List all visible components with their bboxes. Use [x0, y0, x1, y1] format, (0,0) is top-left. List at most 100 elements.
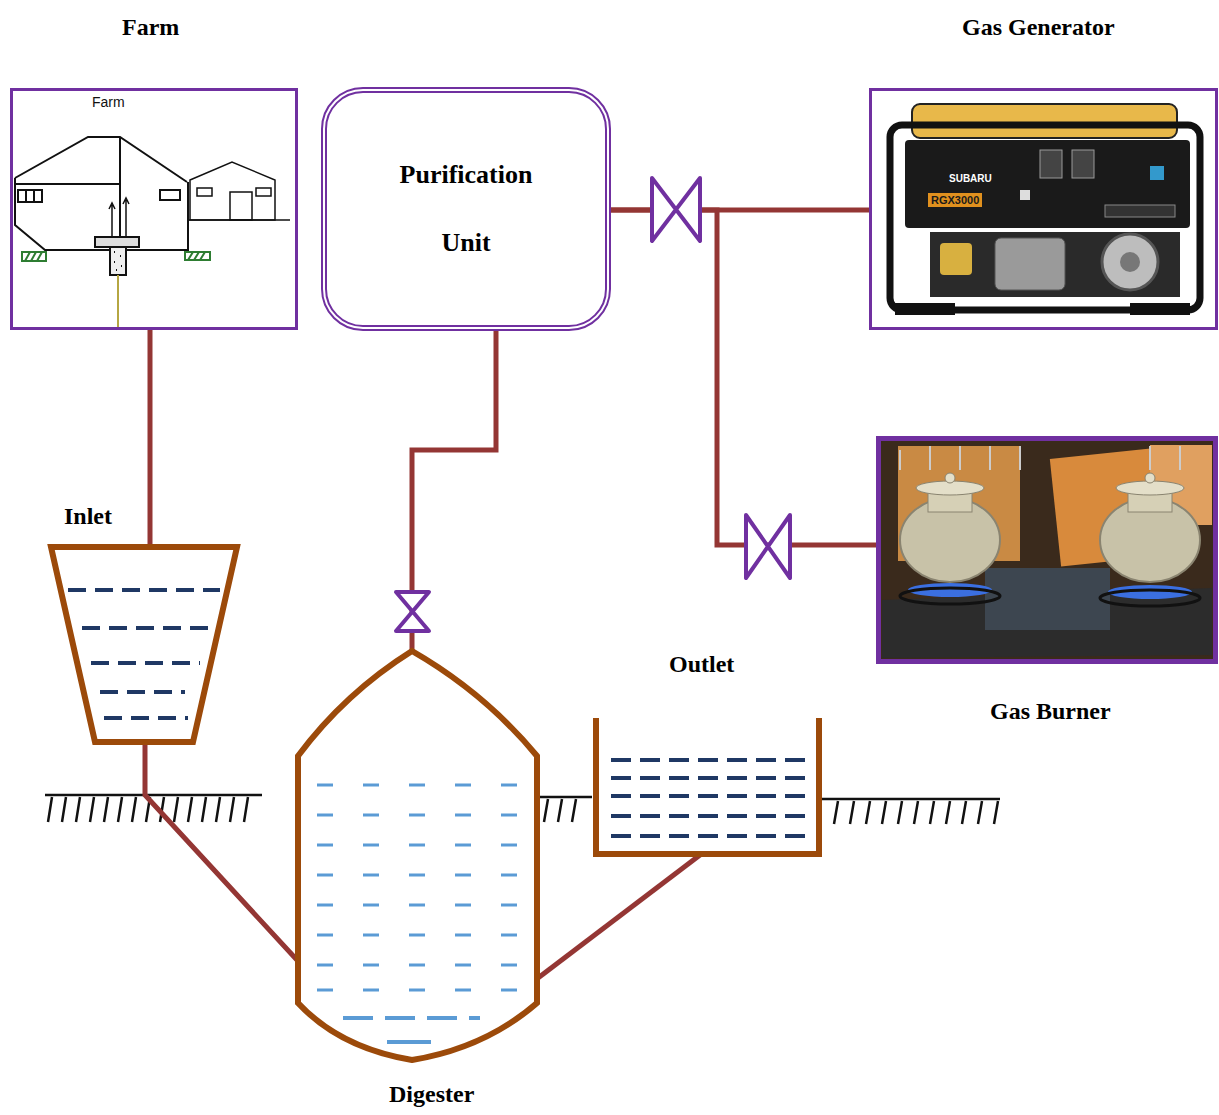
farm-house-drawing	[197, 188, 212, 196]
gas-generator-picture	[912, 104, 1177, 138]
digester-tank-outline	[317, 964, 527, 967]
valve-symbol	[746, 515, 790, 578]
outlet-tank-outline	[611, 758, 808, 762]
gas-generator-box: Gas Generator	[869, 88, 1218, 330]
farm-house-drawing	[109, 198, 129, 237]
inlet-tank-outline	[104, 716, 188, 720]
digester-tank-outline	[387, 1040, 431, 1044]
outlet-tank-outline	[596, 718, 819, 854]
farm-house-drawing	[26, 190, 34, 202]
gas-burner-picture	[1145, 473, 1155, 483]
gas-generator-picture	[940, 243, 972, 275]
node-heading: Farm	[122, 13, 179, 41]
digester-tank-outline	[317, 844, 527, 847]
gas-burner-picture	[945, 473, 955, 483]
farm-house-drawing	[25, 252, 42, 261]
farm-house-drawing	[185, 252, 210, 260]
node-heading: Digester	[389, 1080, 474, 1108]
farm-house-drawing	[188, 219, 290, 221]
gas-burner-picture	[900, 446, 1180, 470]
gas-generator-picture	[1040, 150, 1062, 178]
inlet-tank-outline	[68, 590, 220, 718]
inlet-tank-outline	[51, 547, 237, 742]
picture-label: Farm	[92, 94, 125, 110]
digester-tank-outline	[317, 874, 527, 877]
farm-house-drawing	[18, 190, 42, 202]
inlet-tank-outline	[100, 690, 185, 694]
node-heading: Outlet	[669, 650, 734, 678]
digester-tank-outline	[343, 1018, 480, 1042]
valve-symbol	[396, 592, 429, 631]
node-heading: Inlet	[64, 502, 112, 530]
inlet-tank-outline	[48, 544, 240, 745]
valve-symbol	[652, 178, 700, 241]
gas-burner-picture	[1100, 590, 1200, 606]
inlet-tank-outline	[82, 626, 208, 630]
farm-house-drawing	[256, 188, 271, 196]
farm-house-drawing	[15, 137, 290, 328]
gas-generator-picture	[905, 140, 1190, 228]
gas-generator-picture	[930, 232, 1180, 297]
gas-generator-picture	[890, 104, 1200, 315]
farm-box: FarmFarm	[10, 88, 298, 330]
digester-tank-outline	[298, 651, 537, 1060]
pipe-connector	[148, 330, 153, 546]
outlet-tank-outline	[611, 776, 808, 780]
outlet-tank-outline	[611, 814, 808, 818]
farm-house-drawing	[15, 137, 187, 182]
gas-generator-picture	[1072, 150, 1094, 178]
ground-line	[834, 801, 998, 824]
farm-house-drawing	[188, 252, 205, 260]
digester-tank-outline	[295, 648, 540, 1063]
digester-tank-outline	[317, 904, 527, 907]
farm-house-drawing	[119, 137, 121, 250]
farm-house-drawing	[160, 190, 180, 200]
gas-burner-box: Gas Burner	[876, 436, 1218, 664]
digester-tank: Digester	[295, 648, 540, 1063]
outlet-tank-outline	[611, 760, 808, 836]
gas-generator-picture	[1102, 234, 1158, 290]
pipe-connector	[611, 210, 876, 545]
farm-house-drawing	[95, 237, 139, 247]
gas-burner-picture	[985, 568, 1110, 630]
gas-generator-picture	[1120, 252, 1140, 272]
node-heading: Gas Burner	[990, 697, 1111, 725]
pipe-connector	[145, 742, 297, 960]
farm-house-drawing	[15, 178, 188, 250]
gas-burner-picture	[879, 439, 1215, 661]
ground-line	[45, 795, 1000, 824]
farm-house-drawing	[114, 252, 122, 270]
farm-house-drawing	[117, 275, 119, 328]
process-text: Purification Unit	[376, 141, 556, 277]
gas-generator-picture	[1020, 190, 1030, 200]
pipe-connector	[538, 855, 700, 978]
gas-generator-picture	[995, 238, 1065, 290]
outlet-tank: Outlet	[593, 718, 822, 857]
outlet-tank-outline	[593, 718, 822, 857]
farm-house-drawing	[190, 162, 275, 220]
ground-line	[45, 795, 1000, 799]
farm-house-drawing	[15, 183, 120, 185]
digester-tank-outline	[317, 989, 527, 992]
farm-house-drawing	[22, 252, 46, 261]
gas-generator-picture	[1105, 205, 1175, 217]
gas-generator-picture	[1130, 303, 1190, 315]
digester-tank-outline	[317, 784, 527, 787]
pipe-connector	[412, 331, 496, 650]
farm-house-drawing	[230, 192, 252, 220]
gas-generator-picture	[895, 303, 955, 315]
gas-generator-picture	[890, 125, 1200, 310]
gas-burner-picture	[879, 439, 1215, 661]
ground-line	[544, 799, 576, 822]
inlet-tank-outline	[68, 588, 220, 592]
inlet-tank-outline	[91, 661, 200, 665]
brand-text: SUBARU	[946, 172, 995, 185]
gas-burner-picture	[900, 588, 1000, 604]
inlet-tank: Inlet	[48, 544, 240, 745]
farm-house-drawing	[110, 247, 126, 275]
digester-tank-outline	[317, 934, 527, 937]
gas-generator-picture	[1150, 166, 1164, 180]
digester-tank-outline	[343, 1016, 480, 1020]
outlet-tank-outline	[611, 834, 808, 838]
